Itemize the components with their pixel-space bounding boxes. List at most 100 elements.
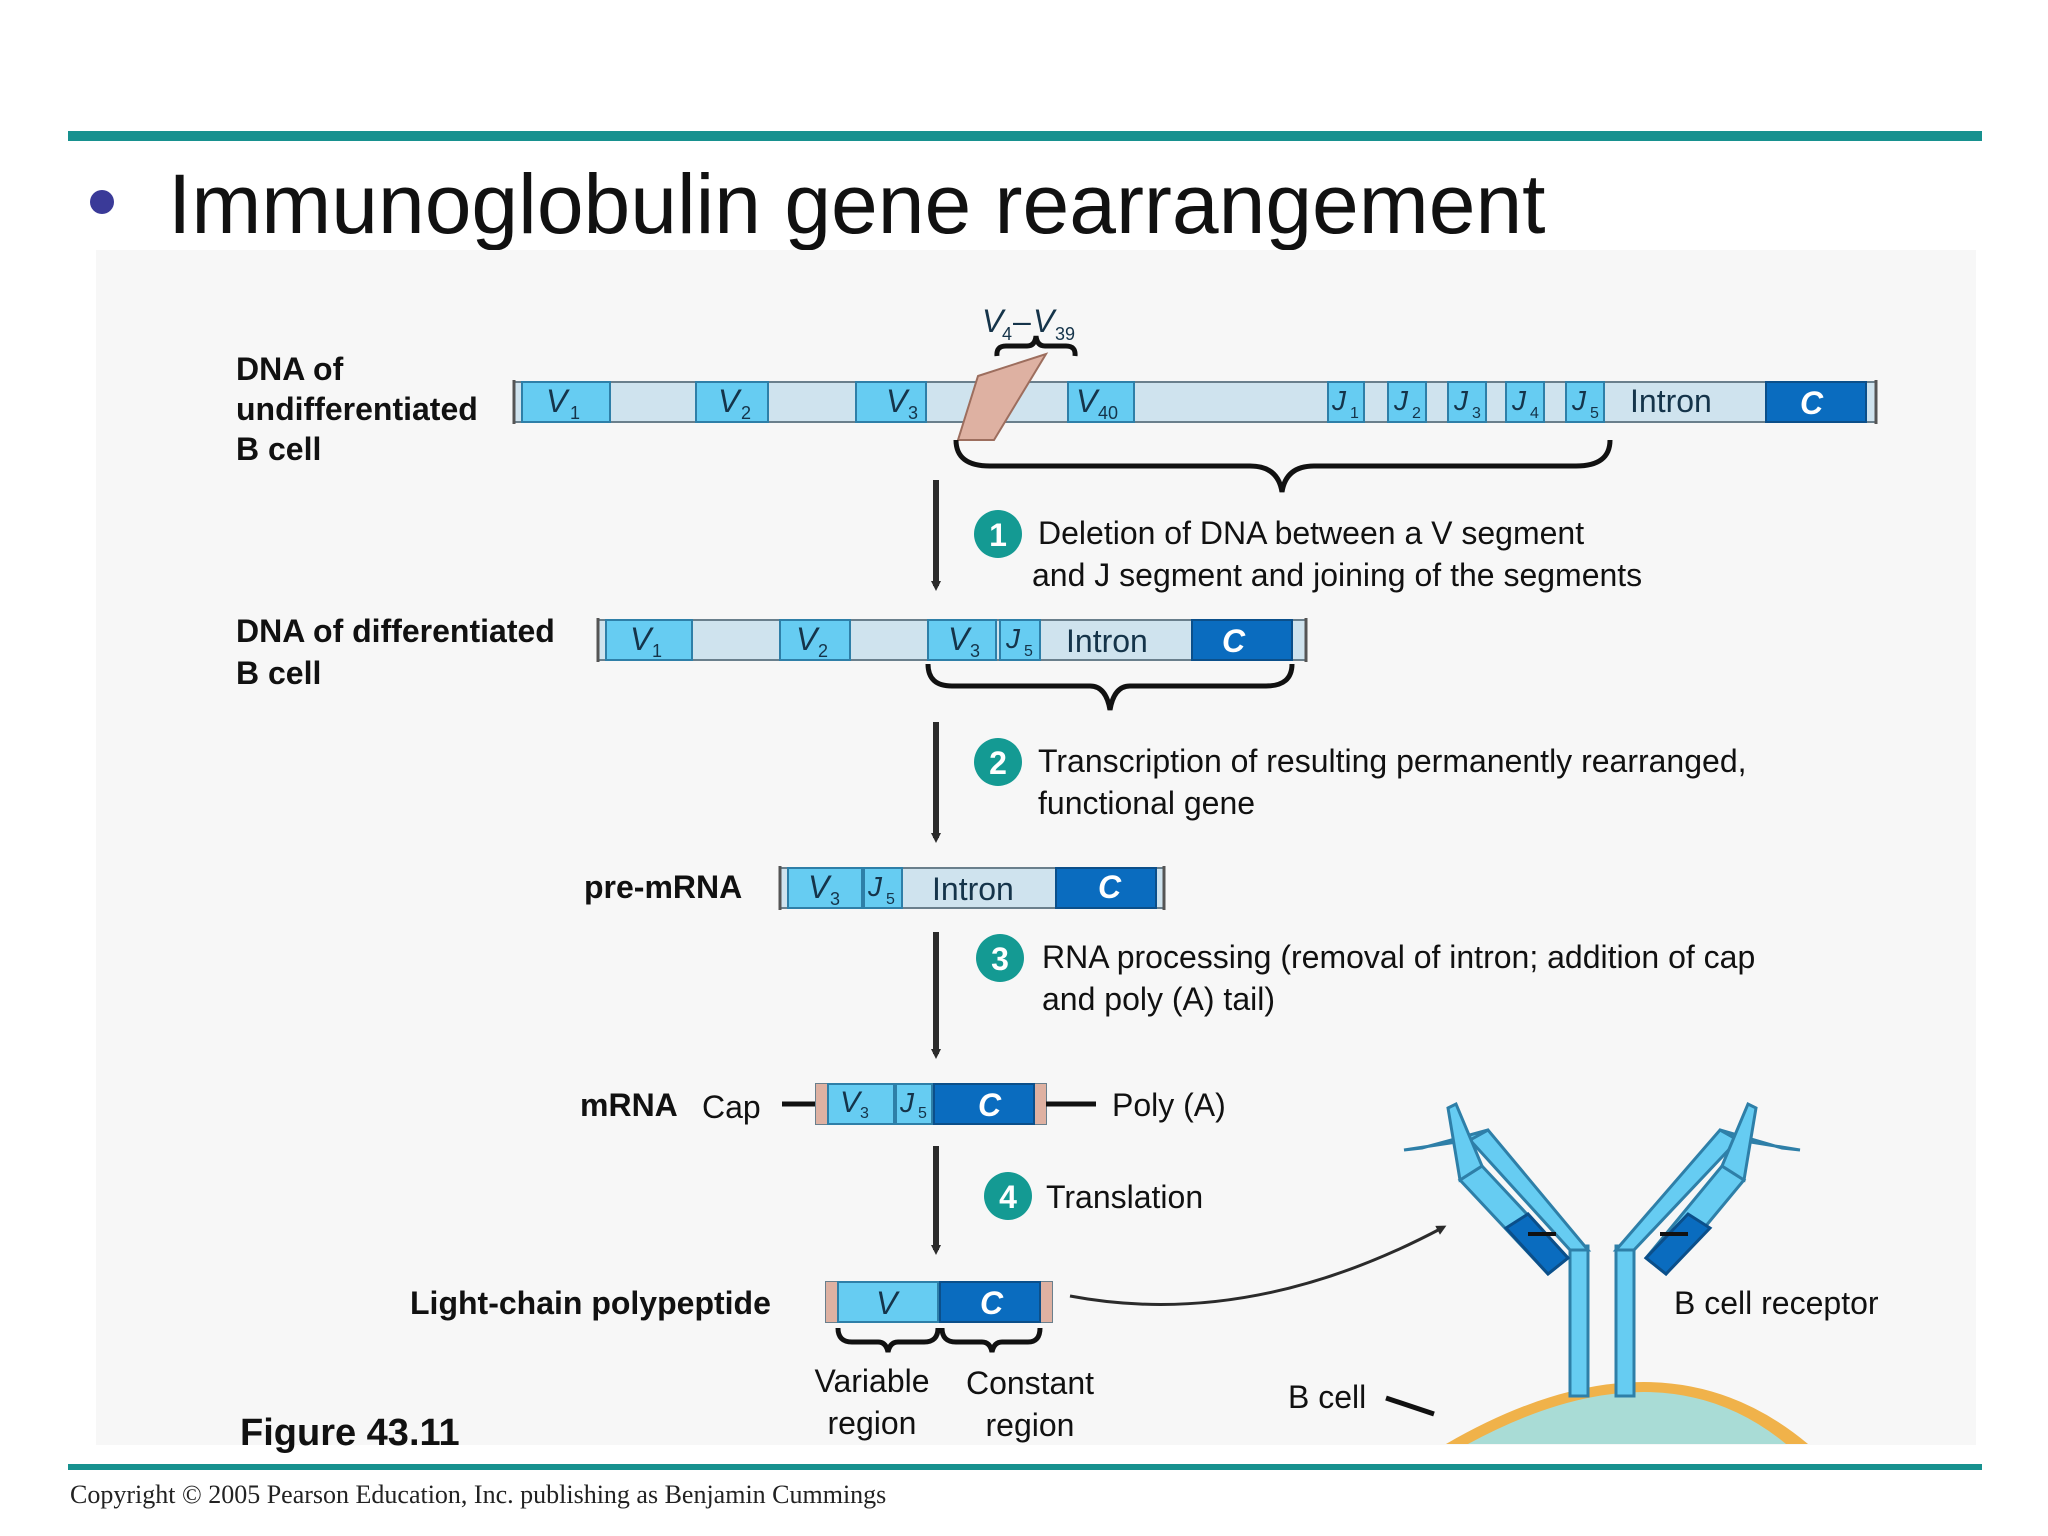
svg-text:2: 2 bbox=[989, 745, 1007, 781]
cap-label: Cap bbox=[702, 1089, 761, 1125]
svg-text:5: 5 bbox=[1024, 643, 1033, 660]
bottom-rule bbox=[68, 1464, 1982, 1470]
step-1-text-line2: and J segment and joining of the segment… bbox=[1032, 557, 1642, 593]
segment-v-polypeptide: V bbox=[837, 1281, 939, 1323]
svg-text:V: V bbox=[630, 621, 654, 657]
svg-text:V: V bbox=[718, 383, 742, 419]
top-rule bbox=[68, 131, 1982, 141]
segment-c-pre: C bbox=[1055, 867, 1157, 909]
svg-text:3: 3 bbox=[830, 889, 840, 909]
intron-label-pre: Intron bbox=[932, 871, 1014, 907]
heavy-chain-stem-right bbox=[1614, 1244, 1636, 1398]
mrna-label: mRNA bbox=[580, 1087, 678, 1123]
pre-mrna-label: pre-mRNA bbox=[584, 869, 742, 905]
step-3-text-line1: RNA processing (removal of intron; addit… bbox=[1042, 939, 1755, 975]
figure-label: Figure 43.11 bbox=[240, 1412, 460, 1454]
svg-text:5: 5 bbox=[1590, 405, 1599, 422]
poly-a-label: Poly (A) bbox=[1112, 1087, 1226, 1123]
svg-text:V: V bbox=[982, 303, 1006, 339]
polypeptide-label: Light-chain polypeptide bbox=[410, 1285, 771, 1321]
segment-c-mrna: C bbox=[933, 1083, 1035, 1125]
intron-label: Intron bbox=[1630, 383, 1712, 419]
v4-v39-label: V 4 – V 39 bbox=[982, 303, 1075, 344]
segment-c: C bbox=[1765, 381, 1867, 423]
b-cell-label: B cell bbox=[1288, 1379, 1366, 1415]
svg-text:J: J bbox=[899, 1087, 915, 1118]
svg-text:1: 1 bbox=[989, 517, 1007, 553]
b-cell-body bbox=[1468, 1392, 1786, 1444]
constant-region-line2: region bbox=[986, 1407, 1075, 1443]
step-2-text-line1: Transcription of resulting permanently r… bbox=[1038, 743, 1747, 779]
svg-text:J: J bbox=[867, 871, 883, 902]
svg-text:40: 40 bbox=[1098, 403, 1118, 423]
segment-v3-pre: V 3 bbox=[787, 867, 863, 909]
segment-j5: J 5 bbox=[1565, 381, 1605, 423]
segment-v2: V 2 bbox=[695, 381, 769, 423]
segment-j1: J 1 bbox=[1327, 381, 1365, 423]
svg-text:C: C bbox=[1800, 385, 1824, 421]
svg-text:4: 4 bbox=[1530, 405, 1539, 422]
segment-v3-diff: V 3 bbox=[927, 619, 997, 661]
row-label-line2: undifferentiated bbox=[236, 391, 478, 427]
svg-text:V: V bbox=[840, 1086, 863, 1119]
svg-text:4: 4 bbox=[999, 1179, 1017, 1215]
svg-text:3: 3 bbox=[860, 1105, 869, 1122]
svg-text:V: V bbox=[886, 383, 910, 419]
svg-text:3: 3 bbox=[908, 403, 918, 423]
svg-text:–: – bbox=[1013, 303, 1031, 339]
svg-text:J: J bbox=[1511, 385, 1527, 416]
row2-label-line1: DNA of differentiated bbox=[236, 613, 555, 649]
svg-text:3: 3 bbox=[970, 641, 980, 661]
step-2-text-line2: functional gene bbox=[1038, 785, 1255, 821]
segment-j2: J 2 bbox=[1387, 381, 1427, 423]
deletion-brace bbox=[953, 439, 1613, 493]
step-2: 2 Transcription of resulting permanently… bbox=[974, 738, 1747, 821]
svg-text:C: C bbox=[1222, 623, 1246, 659]
step-3-text-line2: and poly (A) tail) bbox=[1042, 981, 1275, 1017]
copyright-text: Copyright © 2005 Pearson Education, Inc.… bbox=[70, 1480, 887, 1509]
segment-v2-diff: V 2 bbox=[779, 619, 851, 661]
mrna-row: mRNA Cap V 3 J 5 C Poly (A) bbox=[580, 1083, 1226, 1125]
segment-v3-mrna: V 3 bbox=[827, 1083, 895, 1125]
svg-text:J: J bbox=[1393, 385, 1409, 416]
svg-text:V: V bbox=[796, 621, 820, 657]
v4-v39-brace bbox=[994, 335, 1078, 357]
svg-text:J: J bbox=[1005, 623, 1021, 654]
title-bullet bbox=[90, 190, 114, 214]
svg-text:1: 1 bbox=[570, 403, 580, 423]
poly-a-tag bbox=[1034, 1084, 1046, 1124]
step-1: 1 Deletion of DNA between a V segment an… bbox=[974, 510, 1642, 593]
segment-c-polypeptide: C bbox=[939, 1281, 1041, 1323]
step-1-circle bbox=[974, 510, 1022, 558]
svg-text:V: V bbox=[948, 621, 972, 657]
svg-text:J: J bbox=[1331, 385, 1347, 416]
row-label-line1: DNA of bbox=[236, 351, 344, 387]
segment-j4: J 4 bbox=[1505, 381, 1545, 423]
variable-brace bbox=[835, 1327, 941, 1353]
segment-v40: V 40 bbox=[1067, 381, 1135, 423]
segment-j5-pre: J 5 bbox=[863, 867, 903, 909]
v4-v39-cluster bbox=[956, 352, 1049, 441]
segment-j5-mrna: J 5 bbox=[895, 1083, 933, 1125]
polypeptide-row: Light-chain polypeptide V C Variable reg… bbox=[410, 1281, 1094, 1443]
svg-text:C: C bbox=[980, 1285, 1004, 1321]
constant-brace bbox=[939, 1327, 1043, 1353]
svg-text:V: V bbox=[1076, 383, 1100, 419]
b-cell-receptor: B cell receptor B cell bbox=[1288, 1101, 1879, 1444]
intron-label-diff: Intron bbox=[1066, 623, 1148, 659]
heavy-chain-stem-left bbox=[1568, 1244, 1590, 1398]
b-cell-receptor-label: B cell receptor bbox=[1674, 1285, 1879, 1321]
b-cell-pointer bbox=[1385, 1395, 1435, 1417]
variable-region-line1: Variable bbox=[814, 1363, 929, 1399]
svg-text:2: 2 bbox=[818, 641, 828, 661]
dna-differentiated-row: DNA of differentiated B cell V 1 V 2 V 3… bbox=[236, 613, 1308, 711]
svg-text:5: 5 bbox=[886, 891, 895, 908]
svg-text:2: 2 bbox=[741, 403, 751, 423]
step-3: 3 RNA processing (removal of intron; add… bbox=[976, 934, 1755, 1017]
step-1-text-line1: Deletion of DNA between a V segment bbox=[1038, 515, 1584, 551]
svg-text:39: 39 bbox=[1055, 324, 1075, 344]
cap-tag bbox=[816, 1084, 828, 1124]
svg-text:2: 2 bbox=[1412, 405, 1421, 422]
svg-text:3: 3 bbox=[991, 941, 1009, 977]
segment-c-diff: C bbox=[1191, 619, 1293, 661]
